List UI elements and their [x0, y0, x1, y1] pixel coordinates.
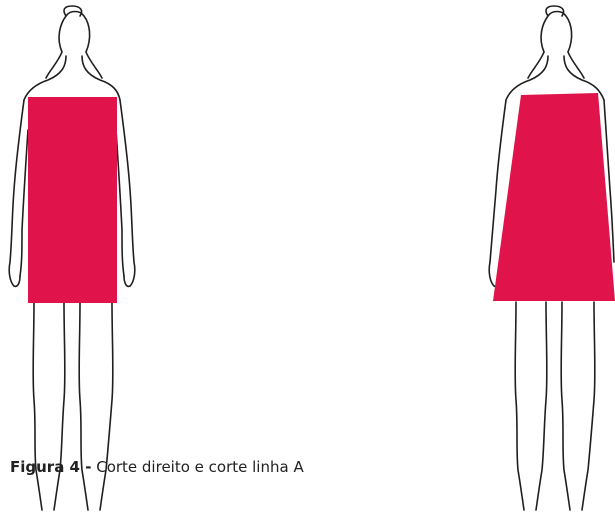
hair-right	[527, 51, 585, 79]
figure-a-line-cut	[488, 5, 615, 511]
arm-left-inner	[19, 129, 29, 277]
legs-right	[514, 301, 596, 511]
hair-left	[45, 51, 103, 79]
caption-text: Corte direito e corte linha A	[96, 458, 304, 476]
straight-dress	[28, 97, 117, 303]
figure-straight-cut	[8, 5, 136, 511]
a-line-dress	[493, 93, 615, 301]
arm-left-outer	[8, 99, 25, 288]
legs-left	[32, 301, 114, 511]
arm-right-fig-right	[603, 99, 615, 263]
head-outline-left	[58, 5, 91, 53]
shoulders-left	[23, 55, 121, 101]
shoulders-right	[505, 55, 605, 101]
arm-right-inner	[115, 129, 125, 277]
arm-right-outer	[119, 99, 136, 288]
caption-label: Figura 4 -	[10, 458, 92, 476]
head-outline-right	[540, 5, 573, 53]
figure-caption: Figura 4 - Corte direito e corte linha A	[10, 458, 304, 476]
